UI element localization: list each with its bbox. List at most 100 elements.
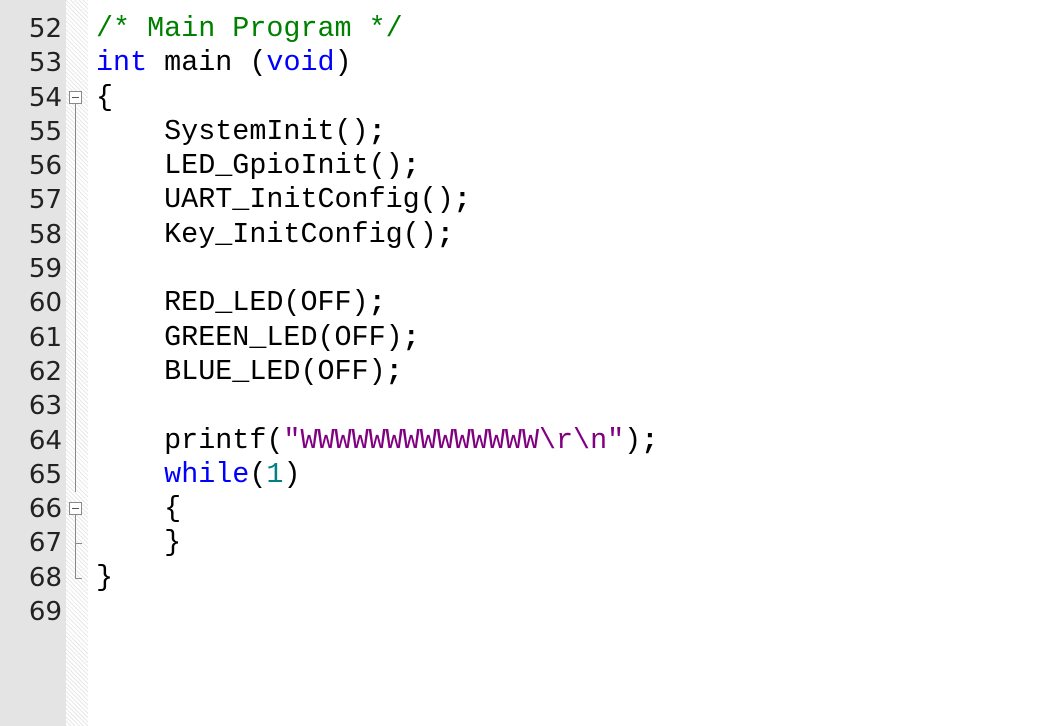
code-line[interactable]: 52 /* Main Program */ bbox=[0, 12, 1055, 46]
line-number: 67 bbox=[28, 528, 62, 559]
line-number: 65 bbox=[28, 459, 62, 490]
fold-guide-line bbox=[66, 149, 88, 184]
code-line[interactable]: 61 GREEN_LED(OFF); bbox=[0, 320, 1055, 355]
code-token: /* Main Program */ bbox=[96, 12, 403, 45]
code-token: { bbox=[96, 80, 114, 114]
code-text[interactable]: /* Main Program */ bbox=[96, 12, 403, 46]
code-text[interactable]: SystemInit(); bbox=[96, 115, 386, 149]
code-line[interactable]: 68} bbox=[0, 560, 1055, 595]
code-line[interactable]: 59 bbox=[0, 252, 1055, 287]
code-token: ; bbox=[368, 286, 386, 320]
line-number: 59 bbox=[28, 254, 62, 285]
code-text[interactable]: { bbox=[96, 492, 181, 526]
code-token: ; bbox=[368, 114, 386, 148]
fold-toggle-icon[interactable] bbox=[66, 492, 88, 528]
code-token: SystemInit() bbox=[96, 114, 369, 148]
code-text[interactable]: } bbox=[96, 526, 181, 560]
line-number: 56 bbox=[28, 151, 62, 182]
code-line[interactable]: 54 { bbox=[0, 81, 1055, 116]
code-token: ) bbox=[283, 457, 301, 491]
fold-spacer bbox=[66, 12, 88, 46]
line-number: 60 bbox=[28, 288, 62, 319]
code-lines[interactable]: 52 /* Main Program */ 53 int main (void) 54 {… bbox=[0, 12, 1055, 629]
code-token: ; bbox=[402, 149, 420, 183]
code-token: while bbox=[164, 457, 250, 491]
code-text[interactable]: UART_InitConfig(); bbox=[96, 183, 471, 217]
line-number: 64 bbox=[28, 425, 62, 456]
line-number: 54 bbox=[28, 82, 62, 113]
fold-guide-line bbox=[66, 423, 88, 458]
code-text[interactable]: Key_InitConfig(); bbox=[96, 218, 454, 252]
code-text[interactable]: printf("WWWWWWWWWWWWWW\r\n"); bbox=[96, 424, 658, 458]
line-number-gutter bbox=[0, 0, 66, 726]
code-token: ( bbox=[249, 46, 267, 80]
code-token: ; bbox=[453, 183, 471, 217]
code-token bbox=[96, 458, 164, 491]
fold-guide-line bbox=[66, 183, 88, 218]
code-area[interactable] bbox=[88, 0, 1055, 726]
line-number: 52 bbox=[28, 14, 62, 44]
line-number: 66 bbox=[28, 494, 62, 525]
code-text[interactable]: BLUE_LED(OFF); bbox=[96, 355, 403, 389]
line-number: 63 bbox=[28, 391, 62, 422]
code-line[interactable]: 58 Key_InitConfig(); bbox=[0, 217, 1055, 253]
fold-guide-line bbox=[66, 114, 88, 150]
code-token: "WWWWWWWWWWWWWW\r\n" bbox=[283, 423, 625, 457]
code-token: UART_InitConfig() bbox=[96, 183, 454, 217]
fold-guide-line bbox=[66, 457, 88, 493]
code-text[interactable]: LED_GpioInit(); bbox=[96, 149, 420, 183]
code-token: Key_InitConfig() bbox=[96, 217, 437, 251]
code-line[interactable]: 60 RED_LED(OFF); bbox=[0, 286, 1055, 321]
code-line[interactable]: 66 { bbox=[0, 492, 1055, 528]
code-token: } bbox=[96, 560, 114, 594]
line-number: 53 bbox=[28, 48, 62, 79]
code-line[interactable]: 62 BLUE_LED(OFF); bbox=[0, 354, 1055, 390]
code-token: int bbox=[96, 46, 148, 80]
code-text[interactable]: GREEN_LED(OFF); bbox=[96, 321, 420, 355]
code-token: printf( bbox=[96, 423, 284, 457]
code-token: ; bbox=[436, 217, 454, 251]
code-text[interactable]: while(1) bbox=[96, 458, 300, 492]
line-number: 61 bbox=[28, 322, 62, 353]
code-text[interactable]: } bbox=[96, 561, 113, 595]
code-line[interactable]: 53 int main (void) bbox=[0, 46, 1055, 80]
line-number: 69 bbox=[28, 597, 62, 628]
code-token: LED_GpioInit() bbox=[96, 149, 403, 183]
code-token: GREEN_LED(OFF) bbox=[96, 320, 403, 354]
line-number: 68 bbox=[28, 562, 62, 593]
line-number: 62 bbox=[28, 356, 62, 387]
fold-guide-line bbox=[66, 217, 88, 253]
code-line[interactable]: 64 printf("WWWWWWWWWWWWWW\r\n"); bbox=[0, 423, 1055, 458]
fold-guide-line bbox=[66, 354, 88, 390]
code-token: RED_LED(OFF) bbox=[96, 286, 369, 320]
fold-end-marker bbox=[66, 526, 88, 561]
code-line[interactable]: 55 SystemInit(); bbox=[0, 114, 1055, 150]
code-token: BLUE_LED(OFF) bbox=[96, 354, 386, 388]
code-token: ( bbox=[249, 457, 267, 491]
fold-margin bbox=[66, 0, 88, 726]
code-token: ) bbox=[624, 423, 642, 457]
fold-spacer bbox=[66, 46, 88, 80]
fold-guide-line bbox=[66, 252, 88, 287]
code-line[interactable]: 65 while(1) bbox=[0, 457, 1055, 493]
code-token: ; bbox=[641, 423, 659, 457]
code-token: void bbox=[266, 46, 335, 80]
fold-guide-line bbox=[66, 320, 88, 355]
code-token: } bbox=[96, 526, 182, 560]
code-token: 1 bbox=[266, 457, 284, 491]
code-line[interactable]: 69 bbox=[0, 595, 1055, 629]
fold-end-marker bbox=[66, 560, 88, 595]
code-token: ; bbox=[402, 320, 420, 354]
fold-spacer bbox=[66, 595, 88, 629]
code-line[interactable]: 67 } bbox=[0, 526, 1055, 561]
code-text[interactable]: int main (void) bbox=[96, 46, 352, 80]
code-token: { bbox=[96, 492, 182, 526]
fold-guide-line bbox=[66, 389, 88, 424]
code-line[interactable]: 56 LED_GpioInit(); bbox=[0, 149, 1055, 184]
code-text[interactable]: { bbox=[96, 81, 113, 115]
code-line[interactable]: 63 bbox=[0, 389, 1055, 424]
fold-toggle-icon[interactable] bbox=[66, 81, 88, 116]
code-line[interactable]: 57 UART_InitConfig(); bbox=[0, 183, 1055, 218]
code-text[interactable]: RED_LED(OFF); bbox=[96, 286, 386, 320]
